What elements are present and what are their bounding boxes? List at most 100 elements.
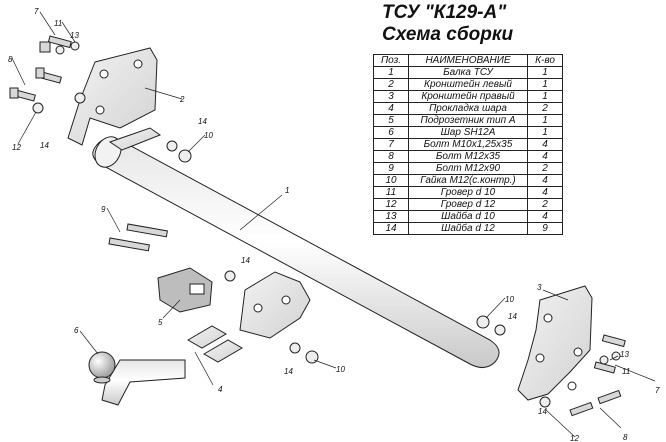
cell-name: Болт М12х90 — [408, 162, 528, 175]
cell-pos: 8 — [373, 150, 409, 163]
callout-6: 6 — [74, 326, 79, 335]
callout-14-mid: 14 — [241, 256, 250, 265]
cell-pos: 2 — [373, 78, 409, 91]
drawing-subtitle: Схема сборки — [382, 24, 514, 45]
callout-5: 5 — [158, 318, 163, 327]
cell-pos: 1 — [373, 66, 409, 79]
callout-8-right: 8 — [623, 433, 628, 442]
cell-qty: 1 — [527, 90, 563, 103]
callout-10-bottom: 10 — [336, 365, 345, 374]
cell-pos: 6 — [373, 126, 409, 139]
cell-qty: 4 — [527, 138, 563, 151]
cell-pos: 3 — [373, 90, 409, 103]
callout-12-right: 12 — [570, 434, 579, 442]
cell-pos: 11 — [373, 186, 409, 199]
cell-pos: 12 — [373, 198, 409, 211]
socket-holder — [157, 267, 213, 313]
callout-10-top: 10 — [204, 131, 213, 140]
cell-qty: 4 — [527, 174, 563, 187]
cell-name: Балка ТСУ — [408, 66, 528, 79]
cell-name: Кронштейн левый — [408, 78, 528, 91]
callout-3: 3 — [537, 283, 542, 292]
callout-11-right: 11 — [622, 367, 630, 376]
cell-qty: 1 — [527, 114, 563, 127]
callout-14-rightbottom: 14 — [538, 407, 547, 416]
tow-bar-beam — [92, 127, 500, 368]
callout-13-left: 13 — [70, 31, 79, 40]
callout-8-left: 8 — [8, 55, 13, 64]
tow-ball — [88, 351, 186, 406]
callout-labels: 1 2 3 4 5 6 7 7 8 8 9 10 10 10 11 11 12 … — [8, 7, 660, 442]
cell-qty: 2 — [527, 102, 563, 115]
cell-qty: 1 — [527, 66, 563, 79]
cell-pos: 9 — [373, 162, 409, 175]
callout-14-left: 14 — [40, 141, 49, 150]
cell-name: Шайба d 10 — [408, 210, 528, 223]
cell-pos: 4 — [373, 102, 409, 115]
cell-name: Гайка М12(с.контр.) — [408, 174, 528, 187]
callout-11-left: 11 — [54, 19, 62, 28]
cell-qty: 1 — [527, 78, 563, 91]
ball-mount-plate — [239, 271, 311, 339]
cell-name: Болт М10х1,25х35 — [408, 138, 528, 151]
callout-2: 2 — [179, 95, 185, 104]
cell-name: Подрозетник тип А — [408, 114, 528, 127]
cell-qty: 4 — [527, 210, 563, 223]
callout-1: 1 — [285, 186, 289, 195]
cell-qty: 2 — [527, 198, 563, 211]
cell-qty: 4 — [527, 186, 563, 199]
callout-14-top: 14 — [198, 117, 207, 126]
drawing-title: ТСУ "К129-А" — [382, 2, 507, 23]
callout-12-left: 12 — [12, 143, 21, 152]
col-name-header: НАИМЕНОВАНИЕ — [408, 54, 528, 67]
cell-pos: 7 — [373, 138, 409, 151]
cell-pos: 5 — [373, 114, 409, 127]
callout-13-right: 13 — [620, 350, 629, 359]
cell-name: Гровер d 12 — [408, 198, 528, 211]
callout-14-right: 14 — [508, 312, 517, 321]
col-pos-header: Поз. — [373, 54, 409, 67]
col-qty-header: К-во — [527, 54, 563, 67]
cell-pos: 14 — [373, 222, 409, 235]
leader-lines — [11, 11, 656, 438]
cell-name: Шар SH12A — [408, 126, 528, 139]
cell-name: Шайба d 12 — [408, 222, 528, 235]
cell-pos: 10 — [373, 174, 409, 187]
cell-name: Гровер d 10 — [408, 186, 528, 199]
cell-qty: 1 — [527, 126, 563, 139]
callout-10-right: 10 — [505, 295, 514, 304]
callout-9: 9 — [101, 205, 106, 214]
right-bracket — [517, 285, 593, 401]
callout-4: 4 — [218, 385, 223, 394]
callout-7-right: 7 — [655, 386, 660, 395]
cell-pos: 13 — [373, 210, 409, 223]
cell-name: Болт М12х35 — [408, 150, 528, 163]
left-bracket — [67, 47, 158, 146]
callout-7-left: 7 — [34, 7, 39, 16]
bolts — [9, 35, 626, 417]
cell-name: Прокладка шара — [408, 102, 528, 115]
cell-qty: 4 — [527, 150, 563, 163]
cell-name: Кронштейн правый — [408, 90, 528, 103]
ball-spacer-plates — [187, 325, 243, 363]
cell-qty: 9 — [527, 222, 563, 235]
cell-qty: 2 — [527, 162, 563, 175]
parts-table-header: Поз. НАИМЕНОВАНИЕ К-во — [373, 54, 563, 67]
callout-14-bottom: 14 — [284, 367, 293, 376]
